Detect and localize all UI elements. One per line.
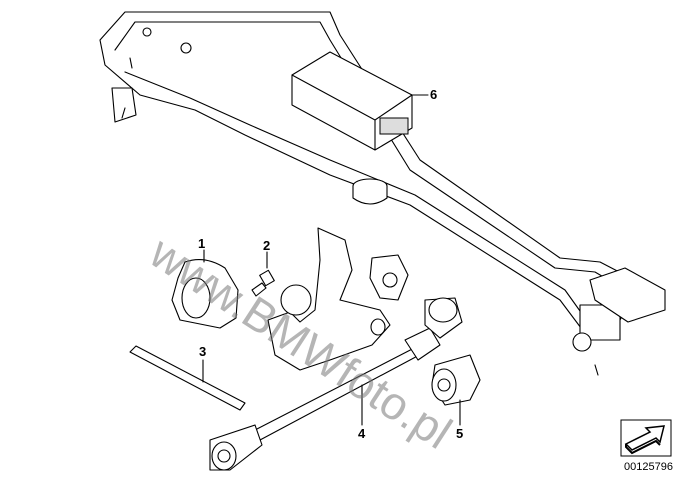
callout-4: 4 [358, 426, 366, 441]
callout-2: 2 [263, 238, 271, 253]
callout-5: 5 [456, 426, 464, 441]
cable-tie [129, 345, 246, 411]
socket [171, 249, 239, 329]
callout-6: 6 [430, 87, 438, 102]
tow-bar-crossmember [99, 11, 666, 376]
navigation-arrow-icon[interactable] [620, 419, 672, 457]
part-number: 00125796 [624, 461, 673, 473]
adapter-socket [431, 354, 481, 426]
control-module [291, 51, 429, 151]
ball-head [267, 227, 409, 371]
callout-3: 3 [199, 344, 207, 359]
screw [251, 251, 275, 297]
callout-1: 1 [198, 236, 206, 251]
wiring-harness [209, 297, 463, 471]
